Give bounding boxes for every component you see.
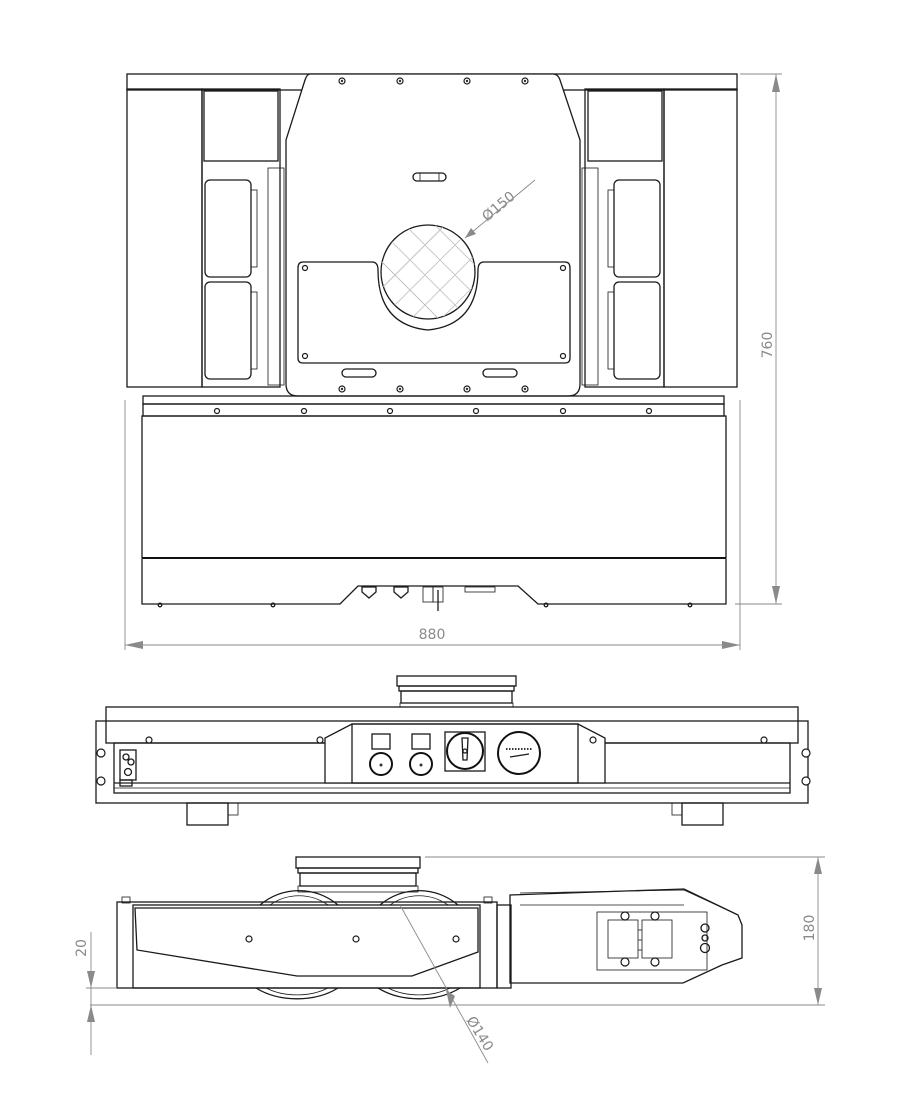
dimension-height-760: 760 [735, 73, 782, 605]
top-bolts [338, 77, 529, 393]
wheel-left-1 [204, 179, 258, 278]
dimension-ground-clearance: 20 [74, 932, 117, 1055]
svg-text:760: 760 [760, 332, 776, 359]
mid-bolts [213, 407, 653, 415]
main-switch-knob [444, 731, 486, 772]
dimension-wheel-diameter: Ø140 [399, 904, 497, 1064]
front-view [95, 675, 811, 826]
top-view: Ø150 [126, 73, 738, 611]
indicator-lamp-1 [369, 733, 393, 776]
svg-text:180: 180 [802, 915, 818, 942]
wheel-right-2 [607, 281, 661, 380]
svg-text:Ø140: Ø140 [463, 1014, 497, 1054]
wheel-right-1 [607, 179, 661, 278]
svg-text:20: 20 [74, 939, 90, 957]
side-connector [119, 749, 137, 787]
dimension-width-880: 880 [124, 400, 741, 650]
side-view [116, 856, 743, 1000]
svg-text:880: 880 [419, 627, 446, 643]
control-panel [324, 723, 606, 784]
dimension-height-180: 180 [90, 856, 825, 1006]
tow-coupling-unit [496, 888, 743, 989]
lift-opening-hatch [380, 224, 476, 320]
wheel-left-2 [204, 281, 258, 380]
drive-wheels [255, 889, 461, 1000]
battery-box [141, 415, 727, 559]
indicator-lamp-2 [409, 733, 433, 776]
battery-meter [497, 731, 541, 775]
